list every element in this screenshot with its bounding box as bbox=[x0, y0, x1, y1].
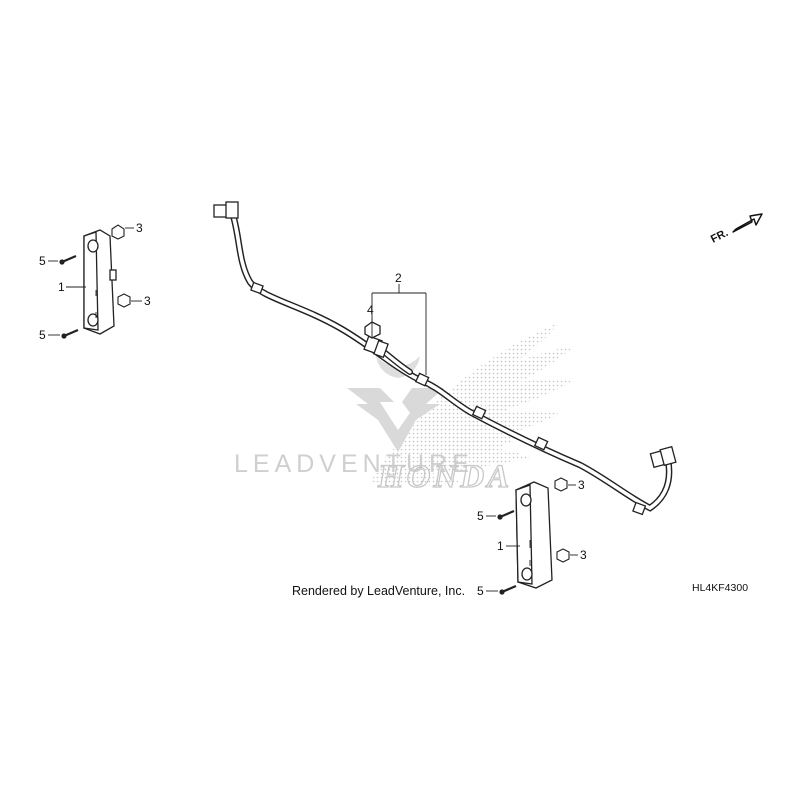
right-bolt-top bbox=[497, 509, 515, 520]
callout-left-nut-bottom: 3 bbox=[144, 294, 151, 308]
connector-part bbox=[364, 321, 381, 339]
callout-right-bolt-bottom: 5 bbox=[477, 584, 484, 598]
right-bolt-bottom bbox=[499, 584, 517, 595]
left-nut-top bbox=[111, 224, 125, 240]
render-credit: Rendered by LeadVenture, Inc. bbox=[292, 584, 465, 598]
harness-connector-mid bbox=[363, 335, 389, 359]
harness-clip bbox=[533, 436, 549, 451]
front-label: FR. bbox=[709, 227, 730, 246]
right-lamp-assembly bbox=[486, 477, 578, 595]
left-nut-bottom bbox=[117, 293, 131, 308]
right-nut-top bbox=[554, 477, 568, 492]
callout-harness: 2 bbox=[395, 271, 402, 285]
harness-connector-right bbox=[649, 445, 677, 469]
front-direction-indicator: FR. bbox=[709, 213, 763, 246]
harness-callout-bracket bbox=[371, 284, 427, 375]
harness-clip bbox=[632, 501, 647, 516]
honda-brand-watermark: HONDA bbox=[377, 459, 512, 495]
callout-right-lamp: 1 bbox=[497, 539, 504, 553]
callout-connector: 4 bbox=[367, 303, 374, 317]
callout-left-nut-top: 3 bbox=[136, 221, 143, 235]
harness-clip bbox=[471, 405, 487, 420]
wiring-harness bbox=[213, 201, 677, 516]
callout-right-nut-top: 3 bbox=[578, 478, 585, 492]
callout-right-nut-bottom: 3 bbox=[580, 548, 587, 562]
harness-clip bbox=[250, 281, 264, 295]
callout-left-lamp: 1 bbox=[58, 280, 65, 294]
harness-clip bbox=[414, 372, 430, 387]
watermark-text: LEADVENTURE bbox=[234, 450, 474, 478]
callout-left-bolt-bottom: 5 bbox=[39, 328, 46, 342]
diagram-code: HL4KF4300 bbox=[692, 582, 748, 594]
honda-wing-watermark bbox=[370, 322, 578, 486]
right-nut-bottom bbox=[556, 548, 570, 563]
left-bolt-top bbox=[59, 254, 77, 265]
callout-right-bolt-top: 5 bbox=[477, 509, 484, 523]
front-arrow-icon bbox=[732, 213, 763, 233]
left-bolt-bottom bbox=[61, 328, 79, 339]
harness-connector-left bbox=[213, 201, 239, 219]
callout-left-bolt-top: 5 bbox=[39, 254, 46, 268]
left-lamp-assembly bbox=[48, 224, 142, 339]
